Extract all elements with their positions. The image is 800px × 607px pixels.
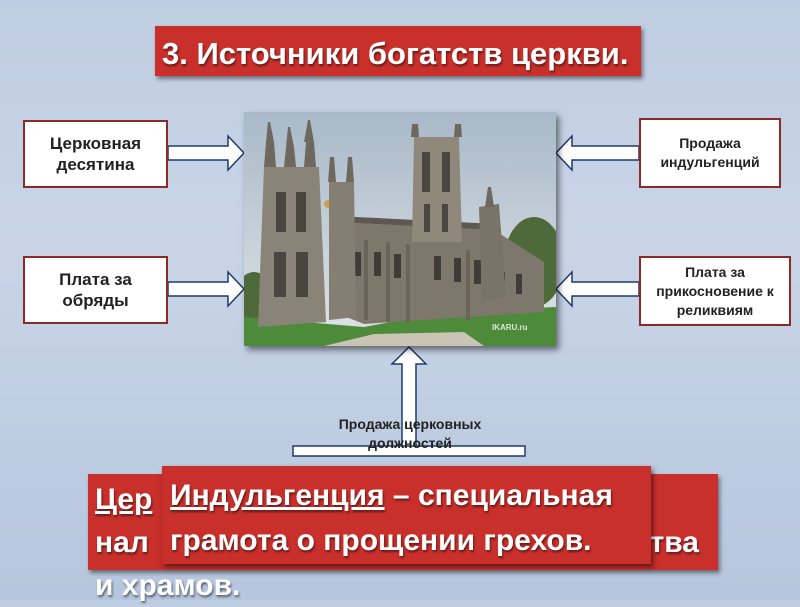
definition-front-text: Индульгенция – специальная грамота о про… [170,473,650,563]
definition-box-front [162,466,651,564]
definition-back-line2-end: тва [649,526,699,559]
cathedral-image: IKARU.ru [244,112,556,346]
definition-body: специальная грамота о прощении грехов. [170,479,613,557]
title-banner [155,26,641,76]
slide-title: 3. Источники богатств церкви. [162,36,629,71]
offices-bar [292,445,526,457]
definition-term: Индульгенция [170,479,385,512]
arrow-offices [390,345,428,449]
arrow-indulgences [554,134,640,172]
source-rites: Плата за обряды [23,256,168,324]
arrow-rites [167,270,246,308]
source-offices-label: Продажа церковных должностей [338,416,482,451]
source-relics: Плата за прикосновение к реликвиям [639,256,791,326]
source-rites-label: Плата за обряды [59,270,132,310]
source-relics-label: Плата за прикосновение к реликвиям [656,263,774,318]
source-tithe: Церковная десятина [23,120,168,188]
definition-back-term: Цер [95,483,153,516]
photo-watermark: IKARU.ru [492,323,528,332]
definition-dash: – [384,479,410,512]
definition-back-text: Цер нал тва и храмов. [95,478,715,602]
definition-back-line3: и храмов. [95,569,241,602]
arrow-tithe [167,134,246,172]
cathedral-photo: IKARU.ru [244,112,556,346]
definition-back-line2: нал [95,526,149,559]
arrow-relics [554,270,640,308]
source-tithe-label: Церковная десятина [49,134,142,174]
source-indulgences: Продажа индульгенций [639,118,781,188]
source-indulgences-label: Продажа индульгенций [660,135,760,170]
